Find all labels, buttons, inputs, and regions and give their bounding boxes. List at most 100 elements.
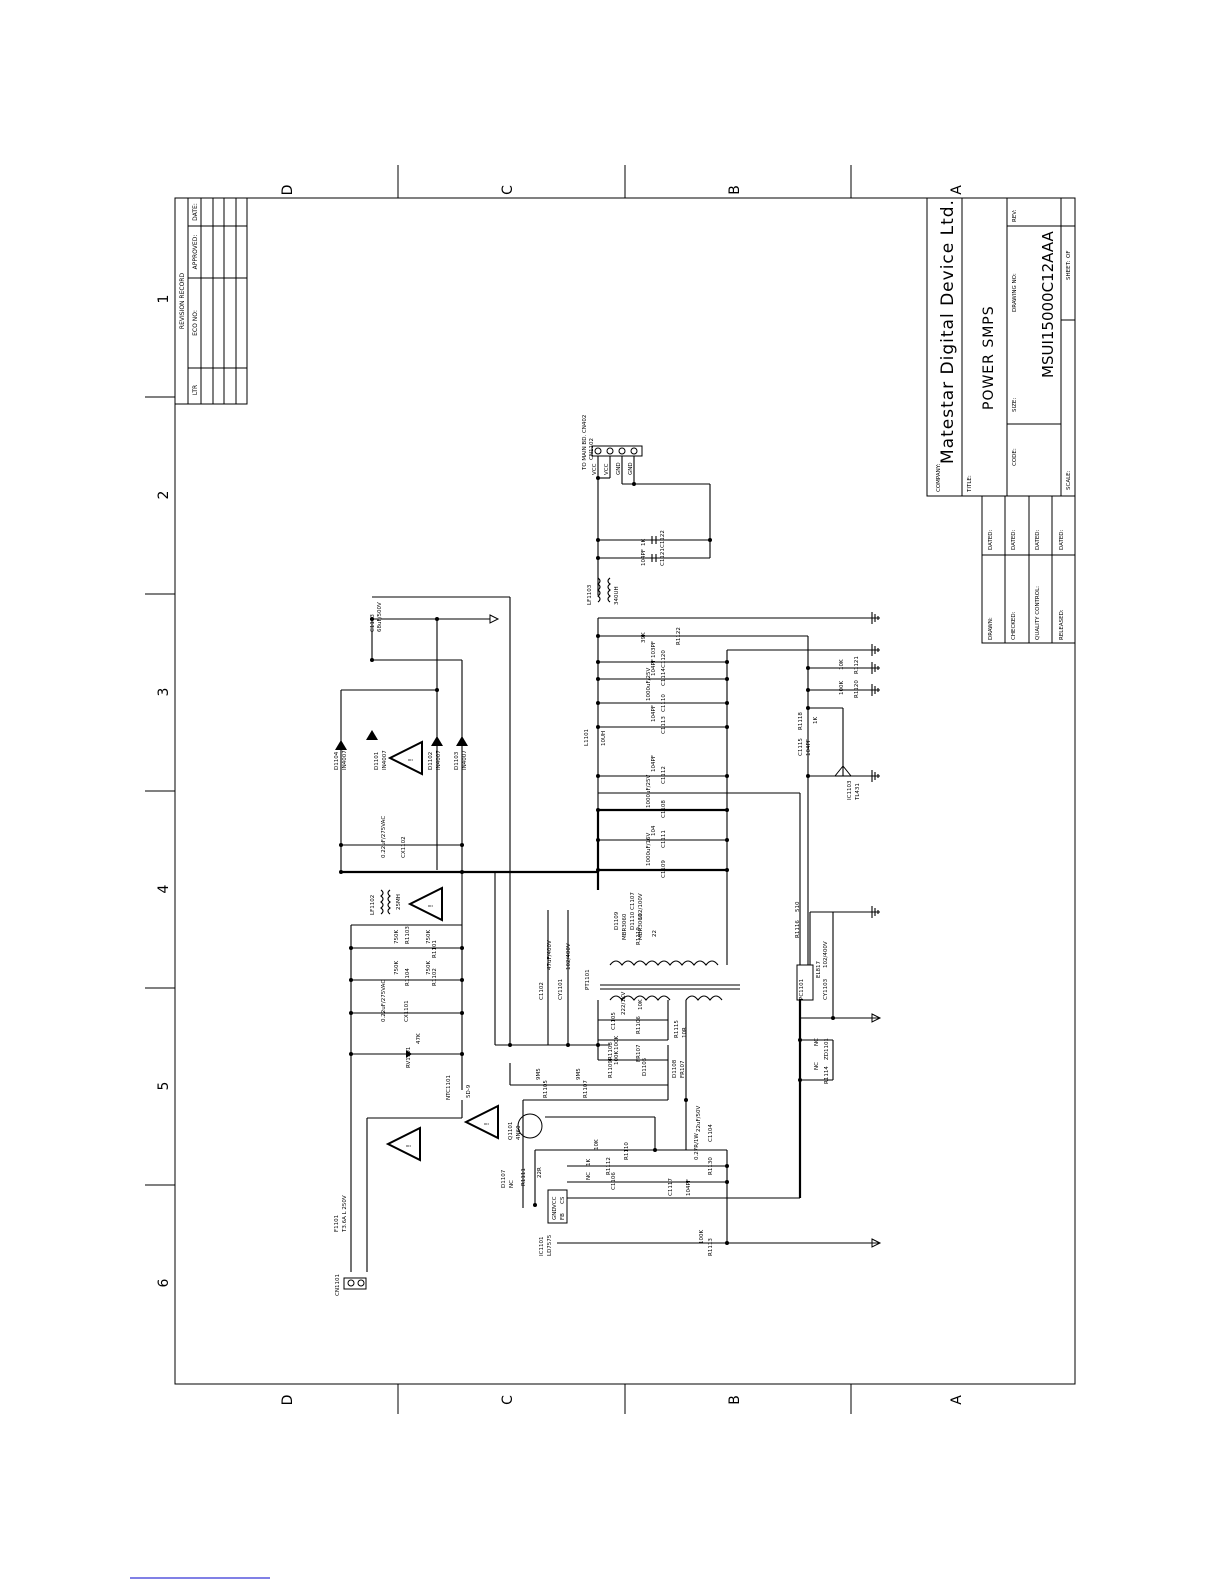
of-label: OF	[1066, 251, 1072, 259]
d1107-value: NC	[509, 1180, 515, 1188]
drawing-no-label: DRAWING NO:	[1012, 273, 1018, 312]
company-label: COMPANY:	[936, 464, 942, 492]
zone-letter-top-b: B	[727, 185, 743, 195]
revision-eco-label: ECO NO:	[192, 310, 199, 336]
dated-label-1: DATED:	[988, 529, 994, 550]
warning-icon: !	[407, 886, 443, 922]
drawing-title: POWER SMPS	[981, 305, 997, 410]
approval-block: DRAWN: CHECKED: QUALITY CONTROL: RELEASE…	[981, 495, 1076, 644]
r1122-ref: R1122	[676, 627, 682, 645]
r1115-value: 10R	[682, 1027, 688, 1038]
ic1101-ref: IC1101	[539, 1237, 545, 1256]
checked-label: CHECKED:	[1011, 611, 1017, 640]
d1104-value: IN4007	[342, 750, 348, 770]
d1102-value: IN4007	[436, 750, 442, 770]
c1117-value: 104PF	[686, 1179, 692, 1196]
junction-dots	[339, 476, 835, 1245]
cx1101-ref: CX1101	[404, 1000, 410, 1022]
r1121-ref: R1121	[854, 656, 860, 674]
l1101-ref: L1101	[584, 729, 590, 746]
c1111-value: 104	[651, 825, 657, 836]
f1101-value: T3.6A L 250V	[342, 1195, 348, 1233]
company-name: Matestar Digital Device Ltd.	[938, 199, 958, 464]
cy1101-value: 102/400V	[566, 943, 572, 970]
c1107-ref: C1107	[630, 892, 636, 910]
d1108-value: FR107	[680, 1060, 686, 1078]
r1118-value: 1K	[813, 717, 819, 724]
c1104-ref: C1104	[708, 1124, 714, 1142]
zone-letter-top-c: C	[500, 185, 516, 195]
r1130-value: 0.27R/1W	[694, 1133, 700, 1160]
r1112-ref: R1112	[606, 1157, 612, 1175]
zone-letter-bottom-c: C	[500, 1395, 516, 1405]
sheet-label: SHEET:	[1066, 261, 1072, 280]
d1108-ref: D1108	[672, 1059, 678, 1078]
r1106-ref: R1106	[636, 1016, 642, 1034]
r1114-ref: R1114	[824, 1066, 830, 1084]
r1120-value: 100K	[839, 681, 845, 695]
r1104-value: 750K	[394, 961, 400, 975]
secondary-wiring	[596, 456, 880, 1198]
ntc1101-value: 5D-9	[466, 1084, 472, 1098]
r1106-value: 10K	[638, 999, 644, 1010]
ntc1101-ref: NTC1101	[446, 1075, 452, 1100]
cx1101-value: 0.22uF/275VAC	[381, 980, 387, 1022]
q1101-value: 4N60	[516, 1125, 522, 1140]
cx1102-value: 0.22uF/275VAC	[381, 816, 387, 858]
zone-number-3: 3	[156, 688, 172, 697]
output-connector: TO MAIN BD. CN402 CN1102 VCC VCC GND GND	[582, 415, 643, 475]
secondary-capacitors: C1122 1K C1121 104PF R1122 39K 103PF C11…	[584, 530, 861, 1084]
d1105-value: FR107	[636, 1044, 642, 1062]
zone-number-4: 4	[156, 884, 172, 893]
title-block: COMPANY: Matestar Digital Device Ltd. TI…	[926, 197, 1076, 497]
input-filter-parts: 750K R1103 750K R1101 750K R1104 750K R1…	[334, 926, 472, 1296]
r1119-value: 22	[652, 930, 658, 937]
d1105-ref: D1105	[642, 1057, 648, 1076]
bridge-rectifier: D1104 IN4007 D1101 IN4007 D1102 IN4007 D…	[334, 602, 468, 858]
r1115-ref: R1115	[674, 1020, 680, 1038]
ic1103-ref: IC1103	[847, 780, 853, 800]
zone-number-2: 2	[156, 491, 172, 500]
r1109-ref: R1109	[608, 1060, 614, 1078]
d1103-value: IN4007	[462, 750, 468, 770]
c1113-ref: C1113	[661, 716, 667, 734]
d1101-ref: D1101	[374, 752, 380, 770]
sheet-frame	[145, 165, 1076, 1414]
lf1103-choke: LF1103 340UH	[587, 577, 620, 605]
pt1101-transformer: PT1101 D1109 MBR3060 D1110 MBR3060 R1119…	[536, 892, 740, 1098]
r1113-ref: R1113	[708, 1238, 714, 1256]
r1119-ref: R1119	[636, 927, 642, 945]
l1101-value: 10UH	[601, 731, 607, 746]
c1117-ref: C1117	[668, 1178, 674, 1196]
pc1101-ref: PC1101	[799, 979, 805, 1000]
zone-number-6: 6	[156, 1278, 172, 1287]
cn1102-ref: CN1102	[589, 438, 595, 460]
svg-text:!: !	[483, 1123, 491, 1126]
d1107-ref: D1107	[501, 1169, 507, 1188]
c1121-ref: C1121	[660, 548, 666, 566]
scale-label: SCALE:	[1066, 470, 1072, 490]
zd1101-ref: ZD1101	[824, 1038, 830, 1060]
released-label: RELEASED:	[1059, 609, 1065, 640]
ic1101-pin-cs: CS	[560, 1196, 566, 1204]
cn1101-ref: CN1101	[335, 1274, 341, 1296]
r1109-value: 100K	[614, 1051, 620, 1065]
c1121-value: 104PF	[641, 549, 647, 566]
r1116-ref: R1116	[795, 920, 801, 938]
revision-ltr-label: LTR	[192, 385, 199, 395]
r1107-value: 9M5	[576, 1068, 582, 1080]
c1109-value: 1000uF/16V	[646, 833, 652, 866]
dated-label-3: DATED:	[1035, 529, 1041, 550]
r1107-ref: R1107	[583, 1080, 589, 1098]
lf1102-value: 25MH	[396, 894, 402, 910]
c1103-value: 68uF/500V	[377, 602, 383, 632]
d1110-value: MBR3060	[638, 913, 644, 940]
c1114-value: 104PF	[651, 659, 657, 676]
r1105-value: 9M5	[536, 1068, 542, 1080]
f1101-ref: F1101	[334, 1215, 340, 1232]
r1113-value: 100K	[699, 1230, 705, 1244]
q1101-ref: Q1101	[508, 1122, 514, 1140]
pt1101-ref: PT1101	[585, 969, 591, 990]
r1118-ref: R1118	[798, 712, 804, 730]
